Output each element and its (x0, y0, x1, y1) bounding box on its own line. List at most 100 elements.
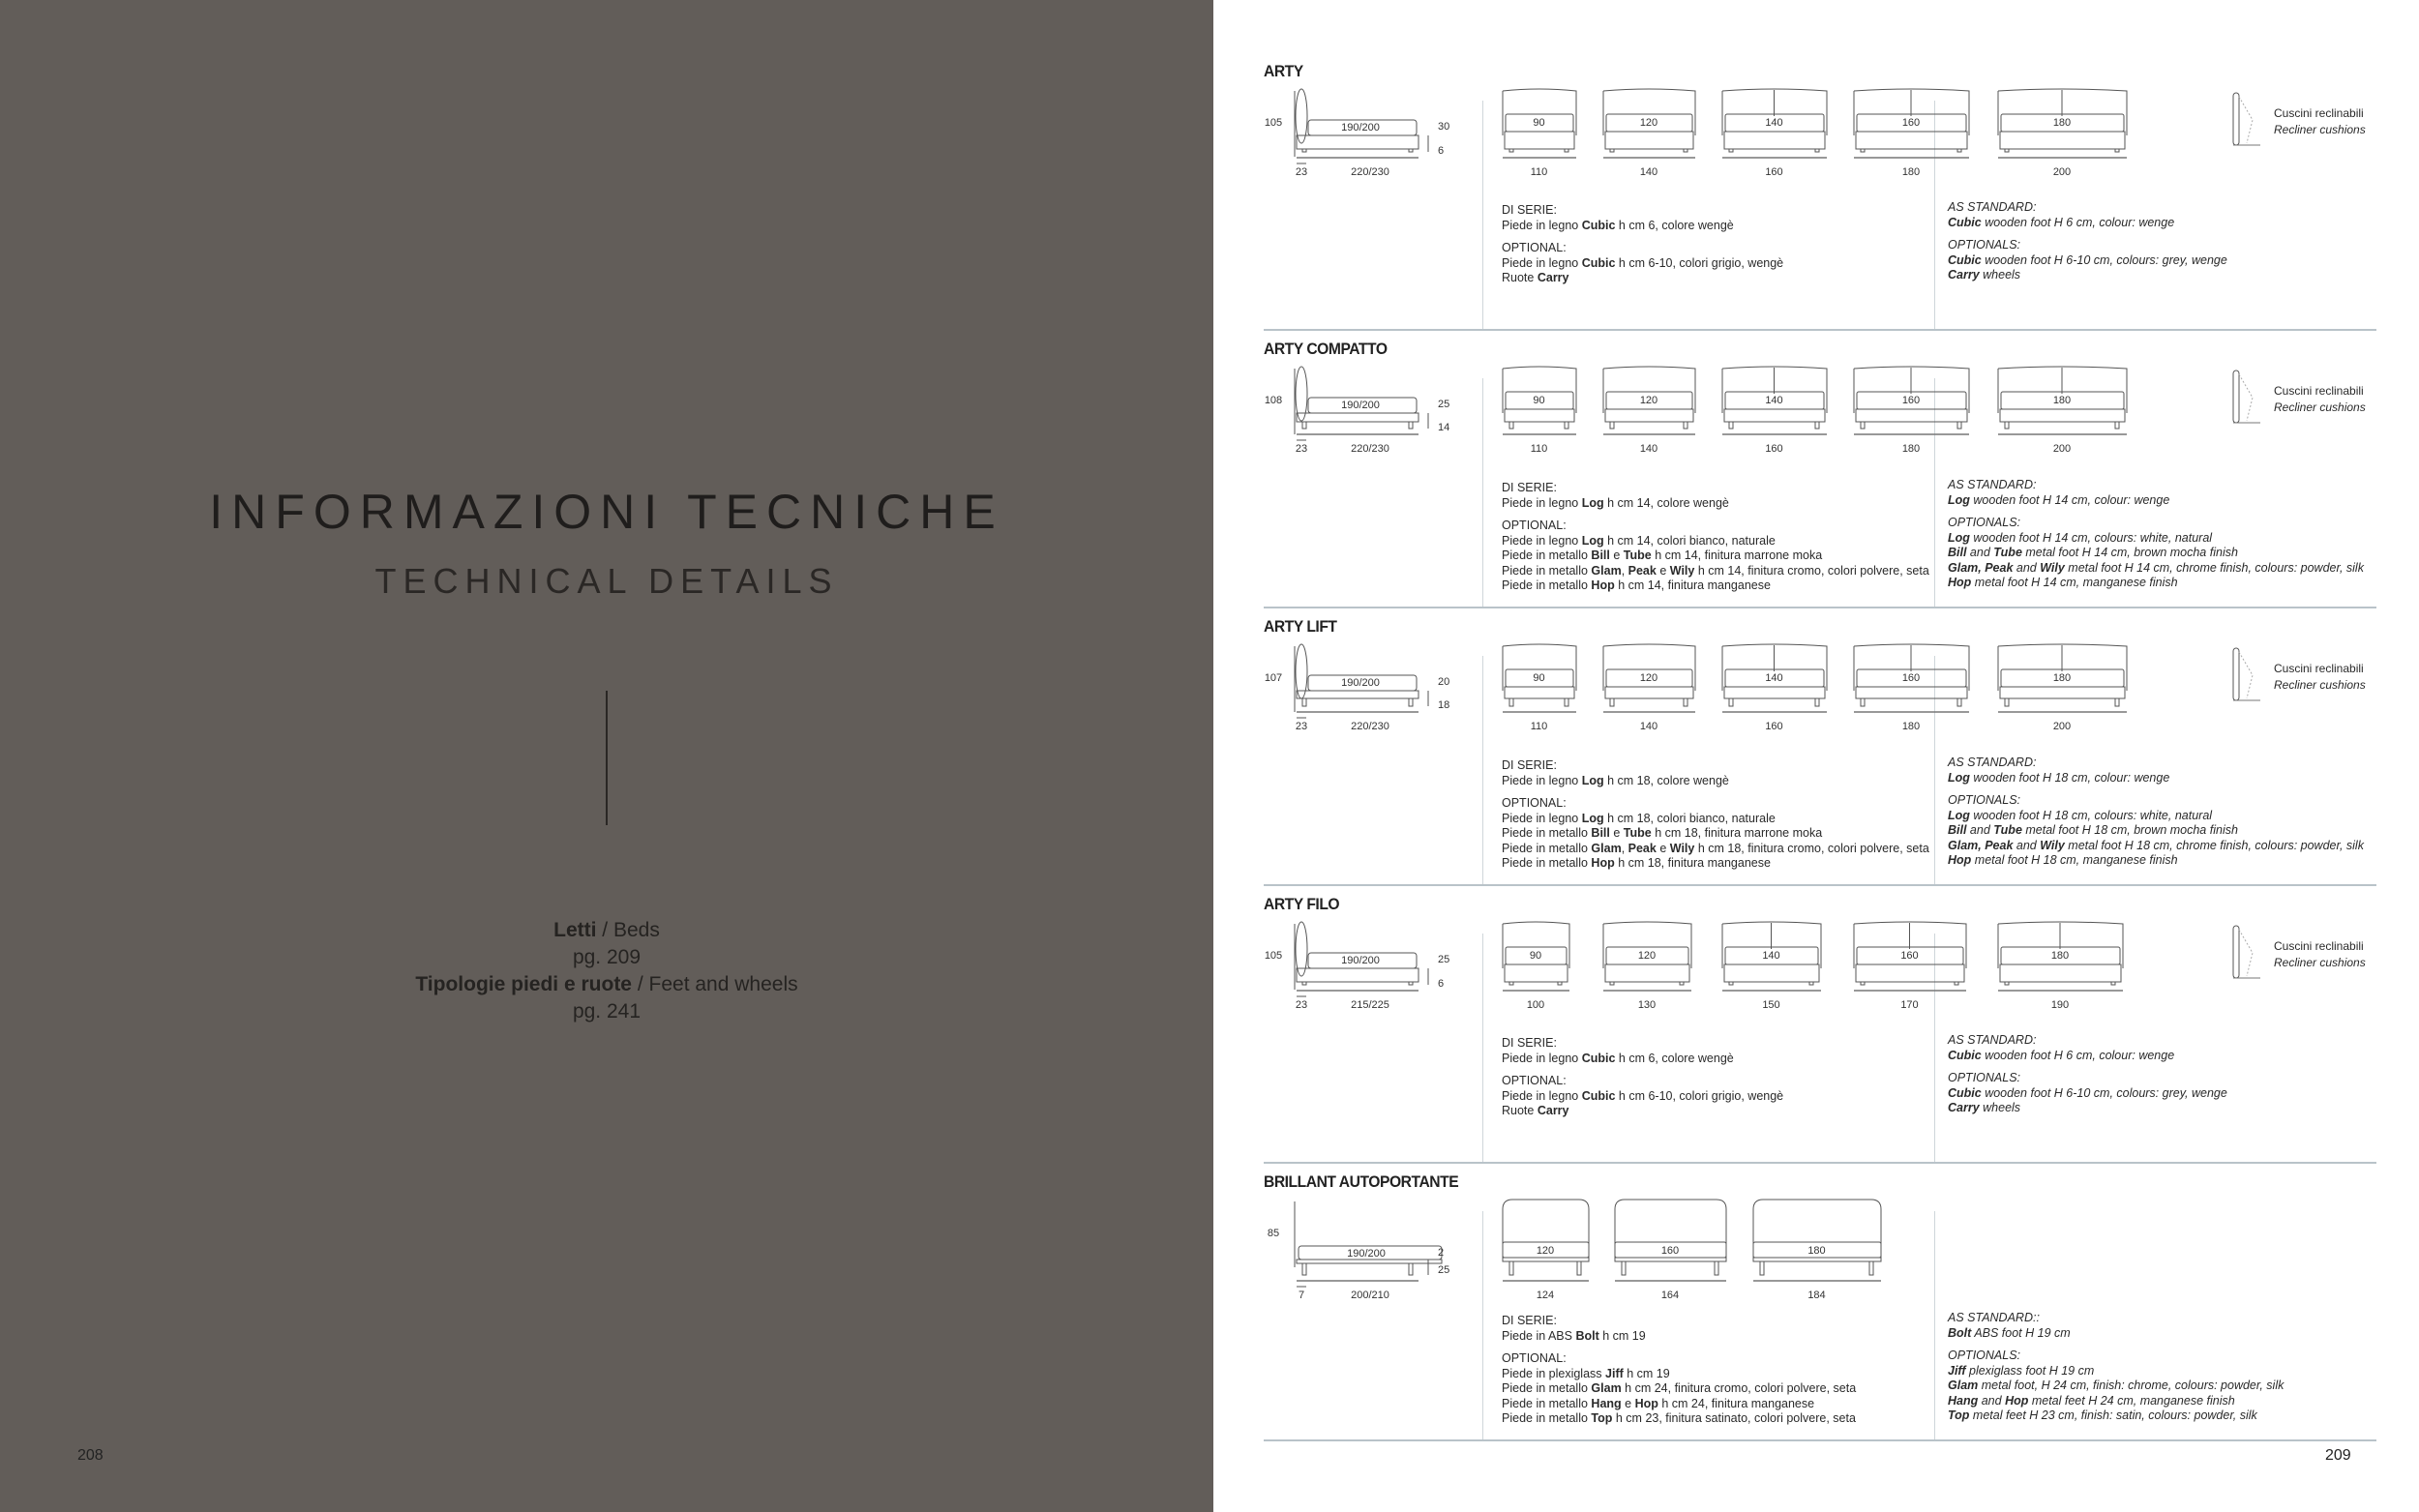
model-name: Peak (1628, 563, 1657, 578)
standard-label: DI SERIE: (1502, 758, 1557, 772)
spec-text: and (1978, 1393, 2006, 1408)
spec-text: Ruote (1502, 271, 1538, 284)
overall-width-label: 184 (1807, 1290, 1825, 1301)
left-page: INFORMAZIONI TECNICHE TECHNICAL DETAILS … (0, 0, 1213, 1512)
model-name: Cubic (1581, 255, 1616, 270)
spec-text: metal foot H 14 cm, brown mocha finish (2021, 546, 2238, 559)
model-name: Tube (1993, 546, 2022, 559)
mattress-label: 190/200 (1341, 955, 1380, 966)
column-divider (1934, 1211, 1935, 1439)
spec-text: h cm 19 (1598, 1328, 1646, 1343)
spec-text: h cm 19 (1623, 1366, 1670, 1380)
model-name: Log (1581, 811, 1604, 825)
model-name: Hang (1948, 1393, 1979, 1408)
mattress-width-label: 160 (1900, 950, 1918, 962)
spec-line: Piede in legno Log h cm 14, colori bianc… (1502, 534, 1929, 549)
spec-line: Piede in legno Log h cm 14, colore wengè (1502, 496, 1929, 512)
standard-label: AS STANDARD: (1948, 1033, 2037, 1047)
spec-line: Piede in metallo Hop h cm 14, finitura m… (1502, 578, 1929, 594)
spec-text: Piede in legno (1502, 495, 1582, 510)
mattress-width-label: 160 (1902, 395, 1920, 406)
spec-text: Piede in plexiglass (1502, 1366, 1606, 1380)
model-name: Wily (1669, 563, 1695, 578)
spec-line: Bolt ABS foot H 19 cm (1948, 1326, 2284, 1342)
page-subtitle: TECHNICAL DETAILS (374, 561, 839, 601)
spec-line: Piede in metallo Glam h cm 24, finitura … (1502, 1381, 1856, 1397)
spec-text: metal foot H 18 cm, manganese finish (1971, 853, 2178, 867)
height-label: 85 (1268, 1228, 1279, 1239)
optional-label: OPTIONAL: (1502, 1351, 1567, 1365)
dim-top-label: 25 (1438, 399, 1449, 410)
overall-width-label: 130 (1638, 999, 1656, 1011)
model-name: Tube (1623, 548, 1652, 562)
spec-text: Piede in legno (1502, 1051, 1582, 1065)
spec-line: Piede in metallo Glam, Peak e Wily h cm … (1502, 564, 1929, 579)
overall-width-label: 140 (1640, 443, 1657, 455)
spec-text: wooden foot H 14 cm, colours: white, nat… (1969, 530, 2213, 545)
standard-label: DI SERIE: (1502, 203, 1557, 217)
spec-line: Piede in legno Cubic h cm 6, colore weng… (1502, 219, 1783, 234)
spec-text: Piede in ABS (1502, 1328, 1576, 1343)
column-divider (1482, 656, 1483, 884)
spec-text: h cm 14, finitura manganese (1614, 578, 1771, 592)
link-page[interactable]: pg. 241 (572, 1000, 642, 1023)
column-divider (1934, 378, 1935, 607)
recliner-cushions-note: Cuscini reclinabili Recliner cushions (2231, 91, 2366, 154)
standard-label: AS STANDARD: (1948, 756, 2037, 769)
model-name: Peak (1628, 841, 1657, 855)
link-label-it: Tipologie piedi e ruote (415, 973, 632, 995)
link-page[interactable]: pg. 209 (572, 946, 642, 968)
mattress-width-label: 140 (1762, 950, 1779, 962)
spec-text: h cm 6-10, colori grigio, wengè (1615, 1088, 1784, 1103)
link-label-en: Beds (612, 919, 660, 941)
overall-width-label: 160 (1765, 721, 1782, 732)
spec-text: Piede in metallo (1502, 548, 1592, 562)
spec-text: h cm 18, finitura marrone moka (1651, 826, 1823, 840)
optional-label: OPTIONALS: (1948, 238, 2021, 252)
standard-label: DI SERIE: (1502, 1314, 1557, 1327)
spec-text: Piede in legno (1502, 773, 1582, 787)
spec-line: Ruote Carry (1502, 271, 1783, 286)
mattress-width-label: 90 (1533, 395, 1544, 406)
product-name: ARTY FILO (1264, 895, 1340, 913)
recliner-cushion-icon (2232, 370, 2260, 424)
page-number-left: 208 (77, 1447, 104, 1464)
spec-text: , (1621, 563, 1628, 578)
model-name: Bill (1591, 826, 1610, 840)
spec-line: Log wooden foot H 18 cm, colours: white,… (1948, 809, 2364, 824)
mattress-width-label: 140 (1765, 117, 1782, 129)
model-name: Tube (1623, 826, 1652, 840)
mattress-width-label: 90 (1533, 672, 1544, 684)
overall-width-label: 180 (1902, 443, 1920, 455)
spec-text: Piede in legno (1502, 255, 1582, 270)
spec-text: Piede in metallo (1502, 1411, 1592, 1425)
section-links: Letti / Beds pg. 209 Tipologie piedi e r… (0, 917, 1213, 1025)
decorative-divider (606, 691, 608, 825)
spec-text: Piede in legno (1502, 533, 1582, 548)
spec-text: wooden foot H 6-10 cm, colours: grey, we… (1981, 1085, 2227, 1100)
overall-width-label: 124 (1537, 1290, 1554, 1301)
spec-text: metal feet H 23 cm, finish: satin, colou… (1969, 1408, 2257, 1422)
spec-text: e (1609, 826, 1624, 840)
recliner-label-en: Recliner cushions (2274, 123, 2366, 136)
recliner-cushion-icon (2232, 925, 2260, 979)
model-name: Wily (1669, 841, 1695, 855)
specs-italian: DI SERIE:Piede in legno Log h cm 14, col… (1502, 481, 1929, 594)
standard-label: AS STANDARD: (1948, 478, 2037, 491)
spec-text: wooden foot H 18 cm, colours: white, nat… (1969, 808, 2213, 822)
link-feet-wheels[interactable]: Tipologie piedi e ruote / Feet and wheel… (0, 971, 1213, 998)
mattress-width-label: 120 (1640, 395, 1657, 406)
height-label: 107 (1265, 672, 1282, 684)
spec-line: Glam, Peak and Wily metal foot H 14 cm, … (1948, 561, 2364, 577)
link-beds[interactable]: Letti / Beds (0, 917, 1213, 944)
specs-english: AS STANDARD: Log wooden foot H 18 cm, col… (1948, 756, 2364, 869)
spec-text: e (1621, 1396, 1635, 1410)
